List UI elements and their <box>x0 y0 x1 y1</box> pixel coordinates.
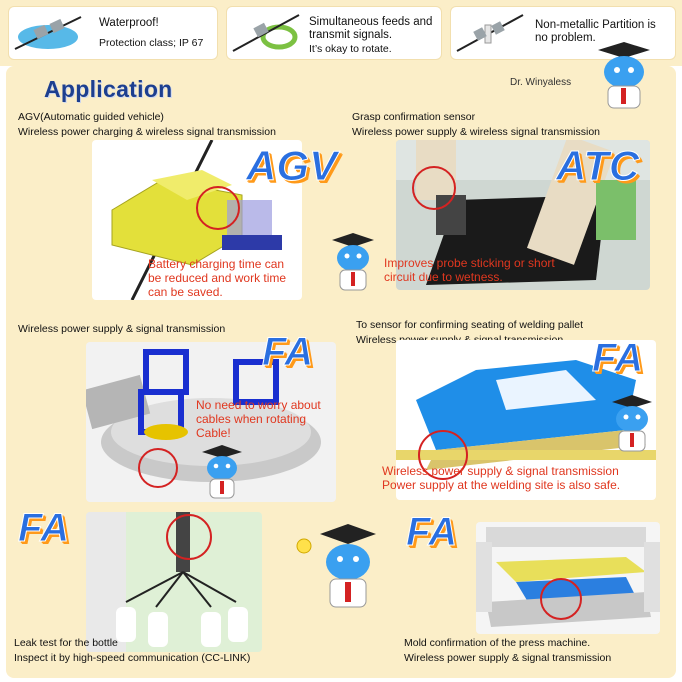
feature-rotate: Simultaneous feeds and transmit signals.… <box>226 6 442 60</box>
mascot-label: Dr. Winyaless <box>510 77 572 88</box>
fa-press-caption-line1: Mold confirmation of the press machine. <box>404 637 591 649</box>
fa-bottle-caption: Leak test for the bottle Inspect it by h… <box>14 636 250 666</box>
agv-badge: AGV <box>245 142 338 190</box>
fa-weld-note-line1: Wireless power supply & signal transmiss… <box>382 464 619 478</box>
atc-image <box>396 140 650 290</box>
fa-bottle-badge: FA <box>17 506 70 551</box>
atc-caption: Grasp confirmation sensor Wireless power… <box>352 110 600 140</box>
feature-title: Waterproof! <box>99 17 159 29</box>
fa-press-highlight-ring <box>540 578 582 620</box>
fa-bottle-caption-line1: Leak test for the bottle <box>14 637 118 649</box>
atc-caption-line1: Grasp confirmation sensor <box>352 111 476 123</box>
agv-caption-line1: AGV(Automatic guided vehicle) <box>18 111 164 123</box>
fa-rotate-caption: Wireless power supply & signal transmiss… <box>18 322 225 337</box>
fa-rotate-note-line2: cables when rotating <box>196 412 307 426</box>
waterproof-connector-image <box>14 16 82 50</box>
partition-connector-image <box>456 14 524 52</box>
atc-note: Improves probe sticking or short circuit… <box>384 256 555 284</box>
agv-caption: AGV(Automatic guided vehicle) Wireless p… <box>18 110 276 140</box>
fa-rotate-caption-line1: Wireless power supply & signal transmiss… <box>18 323 226 335</box>
agv-image <box>92 140 302 300</box>
mascot-cat-image <box>612 395 652 452</box>
atc-badge: ATC <box>555 142 640 190</box>
feature-title: Simultaneous feeds and transmit signals. <box>309 16 433 41</box>
fa-weld-note: Wireless power supply & signal transmiss… <box>382 464 620 492</box>
atc-note-line2: circuit due to wetness. <box>384 270 503 284</box>
agv-caption-line2: Wireless power charging & wireless signa… <box>18 126 276 138</box>
fa-press-caption-line2: Wireless power supply & signal transmiss… <box>404 652 612 664</box>
atc-highlight-ring <box>412 166 456 210</box>
fa-weld-highlight-ring <box>418 430 468 480</box>
agv-note: Battery charging time can be reduced and… <box>148 257 286 299</box>
fa-rotate-note: No need to worry about cables when rotat… <box>196 398 321 440</box>
fa-weld-note-line2: Power supply at the welding site is also… <box>382 478 621 492</box>
feature-subtitle: It’s okay to rotate. <box>309 43 392 55</box>
fa-bottle-highlight-ring <box>166 514 212 560</box>
fa-rotate-badge: FA <box>261 330 314 375</box>
rotating-connector-image <box>232 14 300 52</box>
mascot-cat-image <box>598 42 650 109</box>
fa-weld-badge: FA <box>591 336 644 381</box>
fa-rotate-note-line1: No need to worry about <box>196 398 321 412</box>
atc-caption-line2: Wireless power supply & wireless signal … <box>352 126 601 138</box>
agv-highlight-ring <box>196 186 240 230</box>
fa-rotate-highlight-ring <box>138 448 178 488</box>
fa-rotate-note-line3: Cable! <box>196 426 231 440</box>
feature-subtitle: Protection class; IP 67 <box>99 37 204 49</box>
agv-note-line2: be reduced and work time <box>148 271 287 285</box>
section-title: Application <box>44 76 173 102</box>
agv-note-line1: Battery charging time can <box>148 257 285 271</box>
feature-waterproof: Waterproof! Protection class; IP 67 <box>8 6 218 60</box>
feature-title: Non-metallic Partition is no problem. <box>535 19 656 44</box>
fa-rotate-image <box>86 342 336 502</box>
fa-weld-caption-line1: To sensor for confirming seating of weld… <box>356 319 584 331</box>
mascot-cat-image <box>202 445 242 499</box>
mascot-cat-image <box>332 233 374 291</box>
fa-weld-image <box>396 340 656 500</box>
fa-bottle-caption-line2: Inspect it by high-speed communication (… <box>14 652 251 664</box>
mascot-cat-image <box>296 524 376 608</box>
fa-press-badge: FA <box>405 510 458 555</box>
fa-press-caption: Mold confirmation of the press machine. … <box>404 636 611 666</box>
atc-note-line1: Improves probe sticking or short <box>384 256 555 270</box>
agv-note-line3: can be saved. <box>148 285 223 299</box>
